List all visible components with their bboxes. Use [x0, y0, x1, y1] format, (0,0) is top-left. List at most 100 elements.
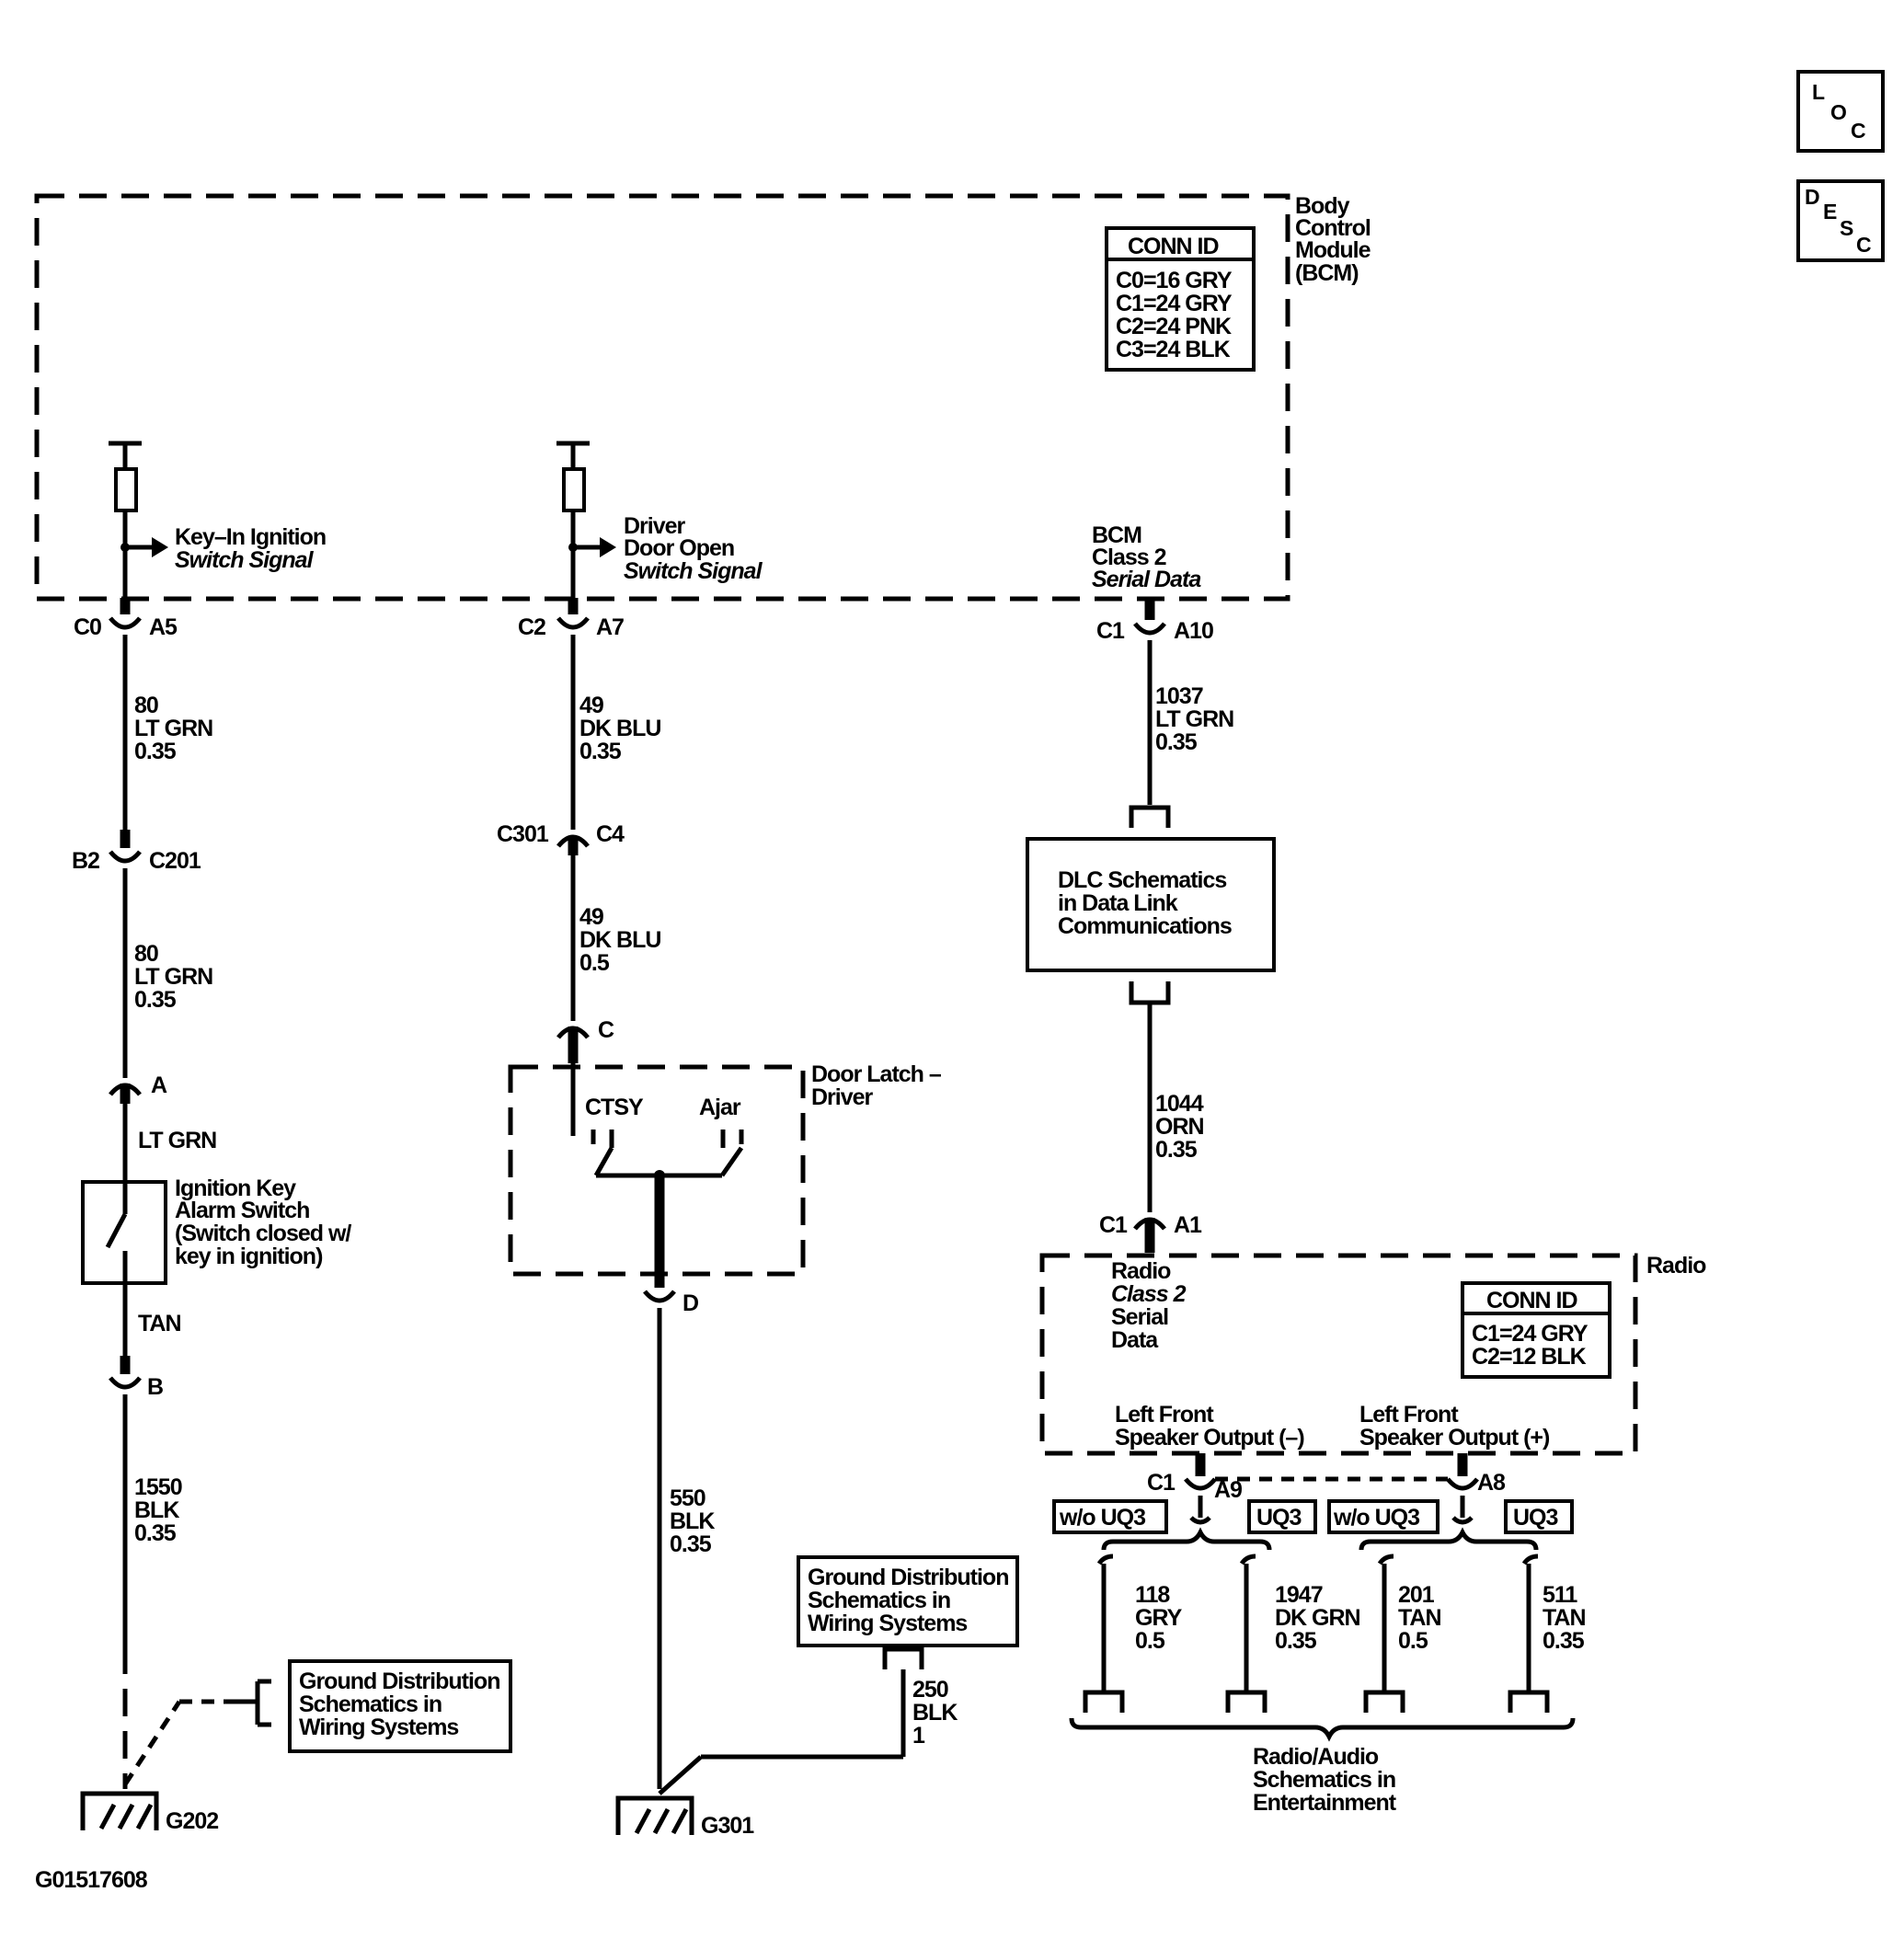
desc-button[interactable]: D E S C	[1796, 179, 1885, 262]
svg-text:0.35: 0.35	[1155, 729, 1198, 755]
svg-text:Driver: Driver	[624, 513, 686, 539]
loc-button[interactable]: L O C	[1796, 70, 1885, 153]
svg-text:C2=24 PNK: C2=24 PNK	[1116, 314, 1232, 339]
c3-wire-1037: 1037 LT GRN 0.35	[1155, 683, 1234, 755]
g202-ground-symbol	[80, 1791, 159, 1830]
svg-text:LT GRN: LT GRN	[134, 964, 212, 990]
c3-conn-a1: A1	[1174, 1212, 1202, 1238]
dlc-schematics-ref[interactable]: DLC Schematics in Data Link Communicatio…	[1026, 837, 1276, 972]
c1-wire-1550: 1550 BLK 0.35	[134, 1474, 183, 1546]
g301-ground-distribution-ref[interactable]: Ground Distribution Schematics in Wiring…	[797, 1555, 1019, 1647]
c3-conn-c1: C1	[1096, 618, 1125, 644]
svg-text:(BCM): (BCM)	[1295, 260, 1359, 286]
svg-text:Switch Signal: Switch Signal	[175, 547, 315, 573]
c1-conn-b2: B2	[72, 848, 99, 874]
svg-text:CONN ID: CONN ID	[1128, 234, 1219, 259]
svg-text:(Switch closed w/: (Switch closed w/	[175, 1221, 351, 1246]
svg-text:BLK: BLK	[670, 1508, 715, 1534]
svg-text:1: 1	[912, 1723, 925, 1749]
g202-ground-ref-link	[122, 1679, 271, 1786]
svg-text:C: C	[1851, 119, 1866, 143]
svg-text:E: E	[1823, 200, 1837, 224]
wire-1947: 1947 DK GRN 0.35	[1275, 1582, 1361, 1654]
svg-text:511: 511	[1543, 1582, 1577, 1608]
svg-text:Class 2: Class 2	[1111, 1281, 1187, 1307]
svg-text:Radio: Radio	[1111, 1258, 1171, 1284]
c1-conn-b: B	[147, 1374, 163, 1400]
svg-text:Speaker Output (+): Speaker Output (+)	[1359, 1425, 1550, 1451]
c3-wire-1044: 1044 ORN 0.35	[1155, 1091, 1205, 1163]
svg-text:Ground Distribution: Ground Distribution	[808, 1565, 1008, 1590]
c2-conn-c301: C301	[497, 821, 549, 847]
radio-conn-a8: A8	[1477, 1470, 1506, 1496]
svg-text:GRY: GRY	[1135, 1605, 1183, 1631]
radio-audio-schematics-ref[interactable]: Radio/Audio Schematics in Entertainment	[1253, 1744, 1398, 1816]
svg-text:Communications: Communications	[1058, 913, 1232, 939]
door-latch-switch	[591, 1130, 744, 1789]
svg-text:LT GRN: LT GRN	[134, 716, 212, 741]
g301-label: G301	[701, 1813, 754, 1839]
svg-text:Ignition Key: Ignition Key	[175, 1175, 296, 1201]
radio-conn-id-table: CONN ID C1=24 GRY C2=12 BLK	[1461, 1281, 1612, 1379]
svg-text:BCM: BCM	[1092, 522, 1141, 548]
svg-text:DK GRN: DK GRN	[1275, 1605, 1360, 1631]
ignition-key-alarm-switch	[81, 1180, 167, 1285]
c3-conn-a10: A10	[1174, 618, 1213, 644]
c3-conn-c1-radio: C1	[1099, 1212, 1128, 1238]
svg-text:Entertainment: Entertainment	[1253, 1790, 1397, 1816]
svg-text:DLC Schematics: DLC Schematics	[1058, 867, 1226, 893]
c1-wire-lt-grn: LT GRN	[138, 1128, 216, 1153]
svg-text:0.35: 0.35	[1543, 1628, 1585, 1654]
c2-conn-c4: C4	[596, 821, 625, 847]
svg-text:80: 80	[134, 693, 158, 718]
figure-id: G01517608	[35, 1867, 148, 1893]
c2-wire-49-a: 49 DK BLU 0.35	[579, 693, 661, 764]
svg-text:UQ3: UQ3	[1513, 1505, 1558, 1531]
svg-text:0.5: 0.5	[1398, 1628, 1428, 1654]
svg-text:C0=16 GRY: C0=16 GRY	[1116, 268, 1233, 293]
svg-text:0.35: 0.35	[670, 1531, 712, 1557]
svg-text:TAN: TAN	[1398, 1605, 1441, 1631]
svg-text:Body: Body	[1295, 193, 1350, 219]
radio-boundary	[1039, 1253, 1638, 1456]
g202-label: G202	[166, 1808, 218, 1834]
option-uq3-left: UQ3	[1247, 1499, 1317, 1534]
svg-text:LT GRN: LT GRN	[1155, 706, 1233, 732]
svg-text:w/o UQ3: w/o UQ3	[1059, 1505, 1145, 1531]
svg-text:Wiring Systems: Wiring Systems	[299, 1714, 458, 1740]
svg-text:0.35: 0.35	[134, 987, 177, 1013]
g301-ground-symbol	[615, 1795, 694, 1835]
svg-text:0.35: 0.35	[579, 739, 622, 764]
svg-text:Control: Control	[1295, 215, 1371, 241]
svg-text:0.35: 0.35	[1155, 1137, 1198, 1163]
circuit-2-wiring	[556, 598, 590, 1136]
c2-wire-550: 550 BLK 0.35	[670, 1485, 716, 1557]
svg-text:Schematics in: Schematics in	[808, 1588, 950, 1613]
g202-ground-distribution-ref[interactable]: Ground Distribution Schematics in Wiring…	[288, 1659, 512, 1753]
svg-text:O: O	[1830, 100, 1847, 124]
svg-text:Ground Distribution: Ground Distribution	[299, 1669, 499, 1694]
c2-conn-d: D	[682, 1290, 698, 1316]
svg-text:BLK: BLK	[912, 1700, 958, 1726]
svg-text:C: C	[1856, 233, 1872, 257]
option-wo-uq3-left: w/o UQ3	[1052, 1499, 1168, 1534]
c1-conn-c201: C201	[149, 848, 201, 874]
svg-text:0.35: 0.35	[134, 739, 177, 764]
svg-text:Driver: Driver	[811, 1084, 874, 1110]
key-in-signal-label: Key–In Ignition Switch Signal	[175, 524, 327, 573]
lf-speaker-neg-label: Left Front Speaker Output (–)	[1115, 1402, 1305, 1451]
door-latch-title: Door Latch – Driver	[811, 1061, 943, 1110]
c1-conn-a: A	[151, 1072, 167, 1098]
wire-201: 201 TAN 0.5	[1398, 1582, 1442, 1654]
svg-text:Speaker Output (–): Speaker Output (–)	[1115, 1425, 1304, 1451]
bcm-conn-id-table: CONN ID C0=16 GRY C1=24 GRY C2=24 PNK C3…	[1105, 226, 1256, 372]
ignition-key-alarm-switch-label: Ignition Key Alarm Switch (Switch closed…	[175, 1175, 352, 1269]
svg-text:Door Latch –: Door Latch –	[811, 1061, 942, 1087]
circuit-3-wiring	[1129, 598, 1171, 1253]
wire-118: 118 GRY 0.5	[1135, 1582, 1184, 1654]
svg-text:0.5: 0.5	[579, 950, 610, 976]
c1-conn-c0: C0	[74, 614, 101, 640]
svg-text:0.5: 0.5	[1135, 1628, 1165, 1654]
lf-speaker-pos-label: Left Front Speaker Output (+)	[1359, 1402, 1551, 1451]
